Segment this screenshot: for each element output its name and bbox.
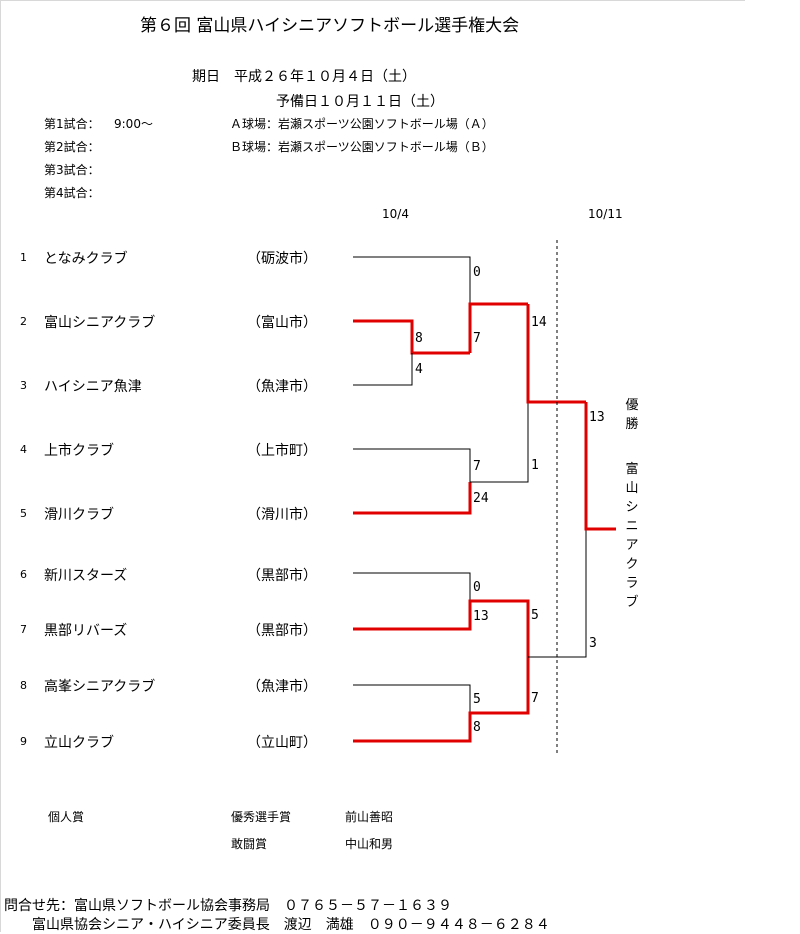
event-date: 期日 平成２６年１０月４日（土）	[192, 69, 416, 85]
team-name: 高峯シニアクラブ	[44, 679, 156, 695]
round1-date: 10/4	[382, 207, 409, 221]
team-name: 黒部リバーズ	[44, 623, 128, 639]
contact-line-2: 富山県協会シニア・ハイシニア委員長 渡辺 満雄 ０９０－９４４８－６２８４	[32, 917, 550, 933]
team-city: （黒部市）	[247, 568, 317, 584]
match-time: 9:00～	[114, 117, 153, 131]
match-label: 第2試合：	[44, 140, 100, 154]
champion-team: 富山シニアクラブ	[625, 462, 639, 610]
team-city: （上市町）	[247, 443, 317, 459]
team-name: 新川スターズ	[44, 568, 128, 584]
score: 0	[473, 580, 481, 595]
score: 3	[589, 636, 597, 651]
score: 14	[531, 315, 547, 330]
award-recipient: 前山善昭	[345, 810, 394, 824]
team-name: 上市クラブ	[44, 443, 114, 459]
team-name: 富山シニアクラブ	[44, 315, 156, 331]
award-recipient: 中山和男	[345, 837, 394, 851]
team-city: （富山市）	[247, 315, 317, 331]
score: 5	[473, 692, 481, 707]
bracket-line	[353, 448, 471, 482]
team-number: 3	[20, 379, 27, 392]
team-name: ハイシニア魚津	[44, 379, 142, 395]
bracket-line-winner	[353, 482, 472, 515]
match-label: 第1試合：	[44, 117, 100, 131]
bracket-line-winner	[353, 599, 530, 657]
bracket-line	[353, 572, 471, 601]
team-number: 4	[20, 443, 27, 456]
team-name: となみクラブ	[44, 251, 128, 267]
score: 1	[531, 458, 539, 473]
team-number: 5	[20, 507, 27, 520]
score: 8	[415, 331, 423, 346]
score: 13	[589, 410, 605, 425]
bracket-line-winner	[526, 304, 586, 404]
team-city: （魚津市）	[247, 679, 317, 695]
team-name: 滑川クラブ	[44, 507, 114, 523]
venue-a: Ａ球場：岩瀬スポーツ公園ソフトボール場（Ａ）	[230, 117, 494, 131]
team-number: 6	[20, 568, 27, 581]
team-number: 1	[20, 251, 27, 264]
match-label: 第4試合：	[44, 186, 100, 200]
award-name: 敢闘賞	[231, 837, 268, 851]
score: 24	[473, 491, 489, 506]
bracket-line-winner	[468, 302, 528, 353]
team-number: 8	[20, 679, 27, 692]
team-city: （砺波市）	[247, 251, 317, 267]
bracket-line-winner	[584, 402, 616, 531]
sheet-left-border	[0, 0, 1, 932]
awards-heading: 個人賞	[48, 810, 85, 824]
score: 7	[473, 459, 481, 474]
team-number: 9	[20, 735, 27, 748]
award-name: 優秀選手賞	[231, 810, 292, 824]
team-number: 7	[20, 623, 27, 636]
bracket-line	[353, 684, 471, 713]
score: 0	[473, 265, 481, 280]
team-city: （立山町）	[247, 735, 317, 751]
bracket-line-winner	[353, 657, 530, 743]
bracket-line	[353, 353, 413, 386]
bracket-line	[353, 256, 471, 304]
page-title: 第６回 富山県ハイシニアソフトボール選手権大会	[140, 16, 520, 36]
score: 4	[415, 362, 423, 377]
contact-line-1: 問合せ先：富山県ソフトボール協会事務局 ０７６５－５７－１６３９	[4, 898, 452, 914]
team-city: （滑川市）	[247, 507, 317, 523]
team-city: （黒部市）	[247, 623, 317, 639]
venue-b: Ｂ球場：岩瀬スポーツ公園ソフトボール場（Ｂ）	[230, 140, 494, 154]
score: 13	[473, 609, 489, 624]
reserve-date: 予備日１０月１１日（土）	[276, 94, 444, 110]
bracket-line	[528, 529, 587, 658]
bracket-line	[470, 402, 529, 483]
score: 8	[473, 720, 481, 735]
bracket-line-winner	[353, 319, 470, 355]
score: 5	[531, 608, 539, 623]
match-label: 第3試合：	[44, 163, 100, 177]
score: 7	[473, 331, 481, 346]
team-name: 立山クラブ	[44, 735, 114, 751]
champion-label: 優勝	[625, 398, 639, 432]
sheet-top-border	[0, 0, 745, 1]
final-date: 10/11	[588, 207, 623, 221]
team-number: 2	[20, 315, 27, 328]
team-city: （魚津市）	[247, 379, 317, 395]
score: 7	[531, 691, 539, 706]
